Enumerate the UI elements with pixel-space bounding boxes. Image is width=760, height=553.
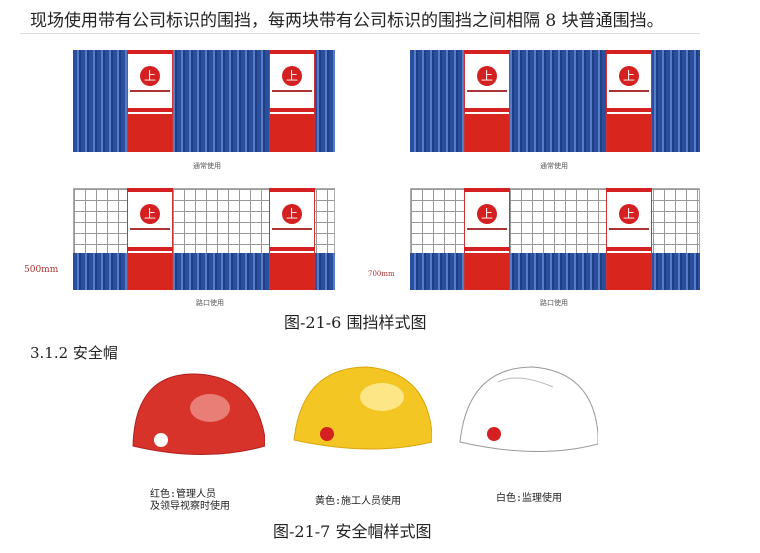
logo-pillar: 上 bbox=[127, 50, 173, 152]
company-logo-icon: 上 bbox=[140, 204, 160, 224]
company-logo-icon: 上 bbox=[282, 66, 302, 86]
pillar-cap bbox=[127, 188, 173, 192]
company-logo-icon: 上 bbox=[282, 204, 302, 224]
pillar-cap bbox=[606, 50, 652, 54]
fence-label: 路口使用 bbox=[540, 299, 568, 307]
company-name-mark bbox=[609, 228, 649, 230]
logo-pillar: 上 bbox=[464, 50, 510, 152]
pillar-red-base bbox=[465, 253, 509, 290]
fence-label: 通常使用 bbox=[193, 162, 221, 170]
fence-panel: 上上 bbox=[410, 188, 700, 290]
helmet-label-line: 红色:管理人员 bbox=[150, 489, 217, 500]
blue-panels bbox=[410, 50, 700, 152]
pillar-band bbox=[606, 247, 652, 251]
company-name-mark bbox=[272, 90, 312, 92]
fence-panel: 上上 bbox=[73, 188, 335, 290]
pillar-cap bbox=[606, 188, 652, 192]
helmet-label-red: 红色:管理人员及领导视察时使用 bbox=[150, 489, 230, 513]
company-logo-icon: 上 bbox=[140, 66, 160, 86]
helmet-label-line: 及领导视察时使用 bbox=[150, 501, 230, 512]
logo-pillar: 上 bbox=[269, 50, 315, 152]
blue-panels bbox=[410, 253, 700, 290]
fence-panel: 上上 bbox=[73, 50, 335, 152]
pillar-red-base bbox=[607, 253, 651, 290]
pillar-band bbox=[269, 108, 315, 112]
pillar-band bbox=[269, 247, 315, 251]
helmet-label-yellow: 黄色:施工人员使用 bbox=[315, 496, 402, 507]
fence-label: 通常使用 bbox=[540, 162, 568, 170]
pillar-cap bbox=[269, 188, 315, 192]
company-name-mark bbox=[130, 228, 170, 230]
logo-pillar: 上 bbox=[606, 50, 652, 152]
dimension-label: 500mm bbox=[24, 265, 59, 275]
helmet-label-white: 白色:监理使用 bbox=[496, 493, 563, 504]
pillar-red-base bbox=[128, 253, 172, 290]
red-helmet-image bbox=[132, 373, 265, 455]
pillar-cap bbox=[269, 50, 315, 54]
fence-panel: 上上 bbox=[410, 50, 700, 152]
pillar-cap bbox=[127, 50, 173, 54]
pillar-cap bbox=[464, 50, 510, 54]
pillar-band bbox=[127, 108, 173, 112]
white-helmet-image bbox=[459, 366, 598, 452]
pillar-band bbox=[464, 247, 510, 251]
pillar-band bbox=[127, 247, 173, 251]
helmet-caption: 图-21-7 安全帽样式图 bbox=[273, 522, 432, 541]
company-logo-icon: 上 bbox=[619, 204, 639, 224]
pillar-red-base bbox=[270, 253, 314, 290]
pillar-red-base bbox=[128, 114, 172, 152]
logo-pillar: 上 bbox=[269, 188, 315, 290]
pillar-band bbox=[464, 108, 510, 112]
section-heading: 3.1.2 安全帽 bbox=[30, 344, 118, 362]
company-name-mark bbox=[467, 90, 507, 92]
pillar-red-base bbox=[607, 114, 651, 152]
logo-pillar: 上 bbox=[606, 188, 652, 290]
pillar-red-base bbox=[465, 114, 509, 152]
company-name-mark bbox=[609, 90, 649, 92]
intro-paragraph: 现场使用带有公司标识的围挡，每两块带有公司标识的围挡之间相隔 8 块普通围挡。 bbox=[30, 11, 664, 31]
dimension-label: 700mm bbox=[368, 270, 395, 278]
fence-label: 路口使用 bbox=[196, 299, 224, 307]
pillar-cap bbox=[464, 188, 510, 192]
logo-pillar: 上 bbox=[464, 188, 510, 290]
logo-pillar: 上 bbox=[127, 188, 173, 290]
yellow-helmet-image bbox=[293, 366, 432, 450]
company-name-mark bbox=[467, 228, 507, 230]
company-logo-icon: 上 bbox=[477, 204, 497, 224]
company-name-mark bbox=[130, 90, 170, 92]
company-logo-icon: 上 bbox=[477, 66, 497, 86]
fence-caption: 图-21-6 围挡样式图 bbox=[284, 313, 427, 332]
company-name-mark bbox=[272, 228, 312, 230]
company-logo-icon: 上 bbox=[619, 66, 639, 86]
pillar-band bbox=[606, 108, 652, 112]
mesh-section bbox=[410, 188, 700, 255]
pillar-red-base bbox=[270, 114, 314, 152]
divider bbox=[20, 33, 700, 34]
